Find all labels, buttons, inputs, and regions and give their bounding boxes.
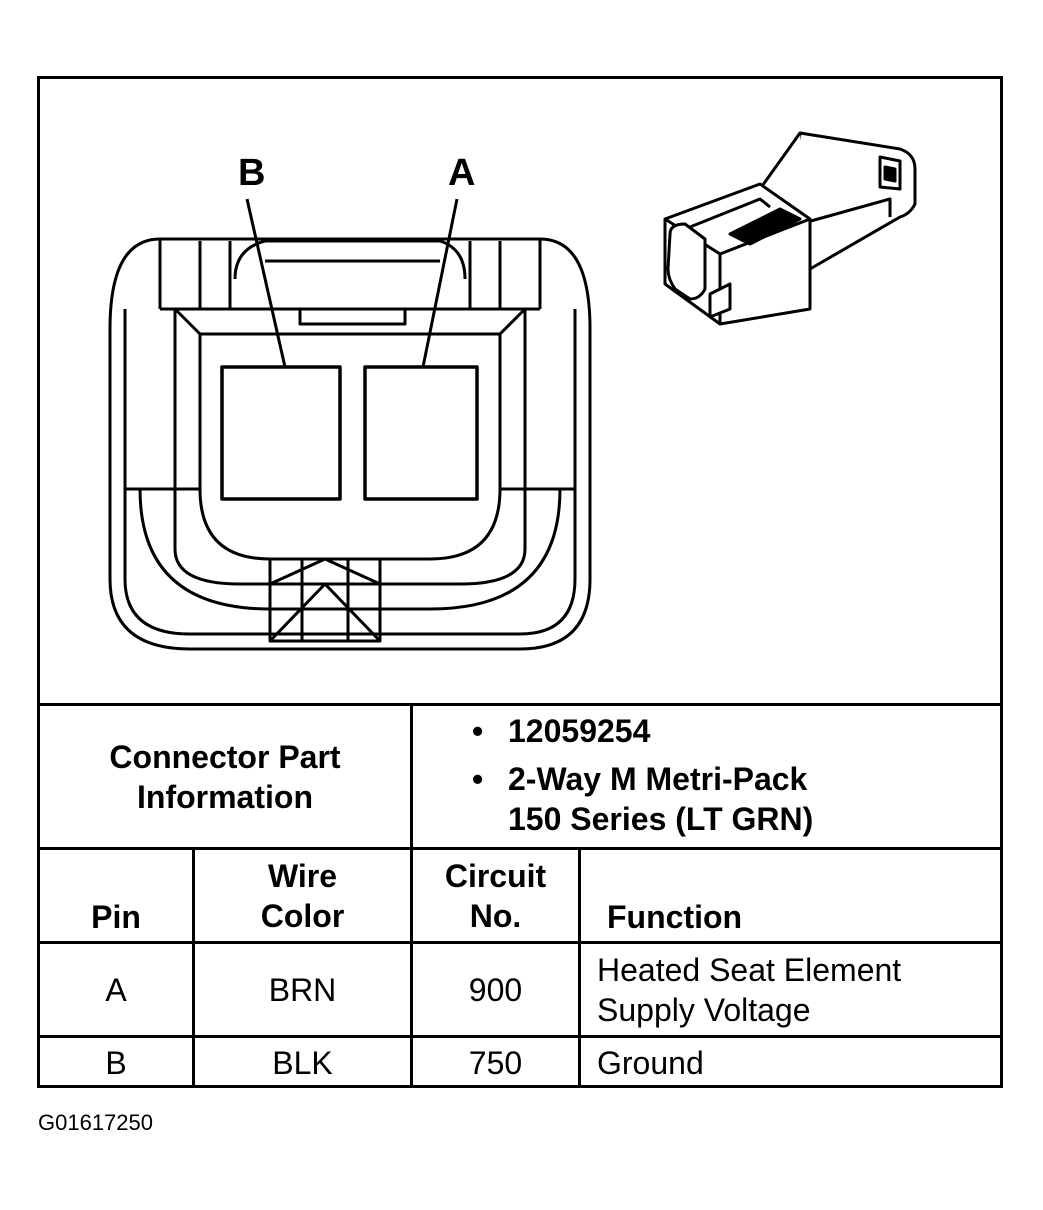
- connector-info-label-line2: Information: [137, 778, 313, 815]
- table-row-a-pin: A: [105, 971, 127, 1008]
- connector-info-label-line1: Connector Part: [109, 738, 341, 775]
- header-circuit-no: Circuit No.: [444, 857, 547, 934]
- divider-header-row-a: [40, 941, 1000, 944]
- terminal-a: [363, 365, 479, 501]
- table-row-b-pin: B: [105, 1045, 127, 1081]
- divider-circuit-function: [578, 847, 581, 1088]
- connector-isometric-view: [663, 131, 917, 326]
- connector-key: [268, 559, 382, 643]
- connector-frame: B A Connector Part Information 1205: [37, 76, 1003, 1088]
- table-row-a-function: Heated Seat Element Supply Voltage: [597, 951, 902, 1028]
- figure-id: G01617250: [38, 1110, 153, 1135]
- divider-info-header: [40, 847, 1000, 850]
- leader-line-b: [245, 198, 287, 368]
- divider-pin-wire: [192, 847, 195, 1088]
- table-row-a-wire-color: BRN: [268, 971, 337, 1008]
- divider-diagram-table: [40, 703, 1000, 706]
- pin-label-b: B: [238, 152, 265, 194]
- description-line1: 2-Way M Metri-Pack: [508, 761, 808, 797]
- table-row-b-function: Ground: [597, 1045, 704, 1081]
- divider-info-label: [410, 703, 413, 1088]
- description-item: 2-Way M Metri-Pack 150 Series (LT GRN): [472, 759, 813, 839]
- pin-label-a: A: [448, 152, 475, 194]
- table-row-a-circuit: 900: [468, 971, 523, 1008]
- connector-outer-shell: [108, 237, 592, 651]
- connector-inner-cavity: [173, 309, 527, 586]
- connector-face-diagram: B A: [108, 131, 917, 651]
- connector-info-label: Connector Part Information: [40, 706, 410, 847]
- terminal-b: [220, 365, 342, 501]
- table-row-b-wire-color: BLK: [272, 1045, 333, 1081]
- header-function: Function: [607, 899, 743, 935]
- part-number-item: 12059254: [472, 711, 813, 751]
- description-line2: 150 Series (LT GRN): [508, 801, 814, 837]
- header-pin: Pin: [91, 899, 141, 935]
- divider-row-a-row-b: [40, 1035, 1000, 1038]
- table-row-b-circuit: 750: [468, 1045, 523, 1081]
- connector-info-list: 12059254 2-Way M Metri-Pack 150 Series (…: [472, 711, 813, 847]
- header-wire-color: Wire Color: [260, 857, 345, 934]
- part-number: 12059254: [508, 713, 651, 749]
- leader-line-a: [421, 198, 459, 368]
